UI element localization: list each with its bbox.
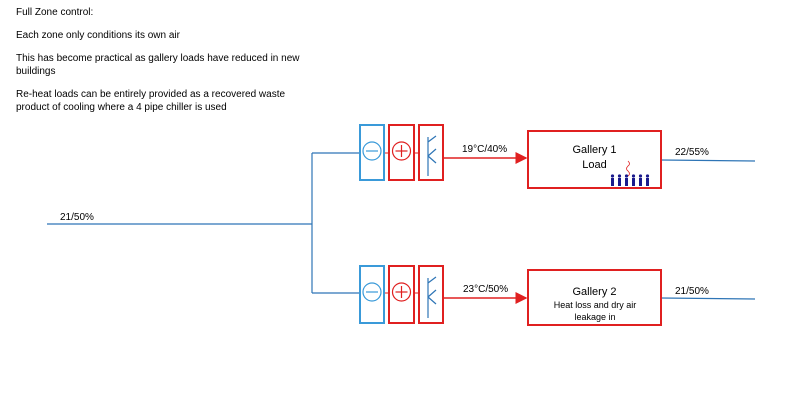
note-2: This has become practical as gallery loa… [16,53,300,77]
note-1: Each zone only conditions its own air [16,30,180,41]
outlet-duct-2 [660,297,756,300]
gallery-2-title: Gallery 2 [572,286,617,298]
cooling-coil-icon [359,124,385,181]
cooling-coil-icon [359,265,385,324]
ahu-1 [359,124,662,189]
humidifier-icon [418,265,444,324]
notes: Full Zone control: Each zone only condit… [16,6,316,124]
inlet-label: 21/50% [60,212,94,223]
heating-coil-icon [388,265,415,324]
people-icon [610,174,650,186]
gallery-1-title: Gallery 1 [572,144,617,156]
gallery-2-box [527,269,662,326]
gallery-1-box [527,130,662,189]
outlet-duct-1 [660,159,756,162]
ahu-2 [359,265,662,326]
note-3: Re-heat loads can be entirely provided a… [16,89,286,113]
gallery-2-subtitle: Heat loss and dry air leakage in [553,300,637,322]
heat-icon [626,160,630,177]
heating-coil-icon [388,124,415,181]
gallery-1-subtitle: Load [582,159,607,171]
note-heading: Full Zone control: [16,7,94,18]
supply-label-1: 19°C/40% [462,144,508,155]
outlet-label-2: 21/50% [675,286,709,297]
humidifier-icon [418,124,444,181]
outlet-label-1: 22/55% [675,147,709,158]
duct-network [47,152,756,300]
supply-label-2: 23°C/50% [463,284,509,295]
